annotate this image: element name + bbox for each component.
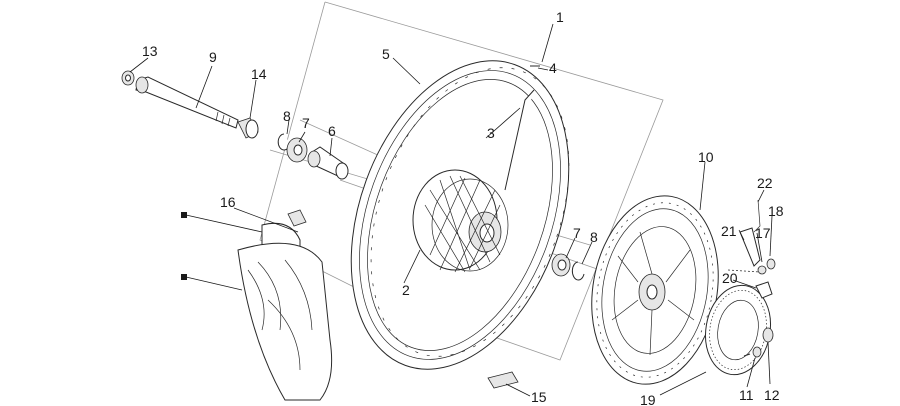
- callout-20: 20: [722, 270, 738, 286]
- callout-1: 1: [556, 9, 564, 25]
- axle-nut: [121, 70, 135, 86]
- callout-21: 21: [721, 223, 737, 239]
- callout-9: 9: [209, 49, 217, 65]
- bearing-right: [551, 253, 571, 277]
- callout-4: 4: [549, 60, 557, 76]
- axle-spacer: [237, 117, 259, 139]
- callout-2: 2: [402, 282, 410, 298]
- callout-12: 12: [764, 387, 780, 403]
- spacer-tube: [307, 146, 349, 180]
- callout-3: 3: [487, 125, 495, 141]
- callout-15: 15: [531, 389, 547, 405]
- callout-5: 5: [382, 46, 390, 62]
- disc-screw: [743, 346, 762, 358]
- spoke: [504, 89, 535, 191]
- callout-7-right: 7: [573, 225, 581, 241]
- circlip-right: [571, 261, 585, 281]
- brake-disc: [591, 195, 719, 385]
- tyre-bullet-lower: [181, 274, 187, 280]
- tyre: [237, 242, 333, 401]
- callout-8-left: 8: [283, 108, 291, 124]
- callout-17: 17: [755, 225, 771, 241]
- disc-spacer: [762, 327, 774, 343]
- callout-19: 19: [640, 392, 656, 406]
- leader-lines: [129, 23, 773, 397]
- wheel-axle: [135, 76, 239, 129]
- callout-7-left: 7: [302, 115, 310, 131]
- callout-14: 14: [251, 66, 267, 82]
- callout-11: 11: [739, 387, 754, 403]
- callout-22: 22: [757, 175, 773, 191]
- callout-6: 6: [328, 123, 336, 139]
- tyre-bullet-upper: [181, 212, 187, 218]
- callout-13: 13: [142, 43, 158, 59]
- callout-10: 10: [698, 149, 714, 165]
- callout-8-right: 8: [590, 229, 598, 245]
- speed-sensor-bracket: [727, 199, 776, 299]
- wheel-hub: [412, 169, 509, 273]
- bearing-left: [286, 137, 308, 163]
- callout-16: 16: [220, 194, 236, 210]
- rim-tape: [487, 371, 519, 389]
- callout-18: 18: [768, 203, 784, 219]
